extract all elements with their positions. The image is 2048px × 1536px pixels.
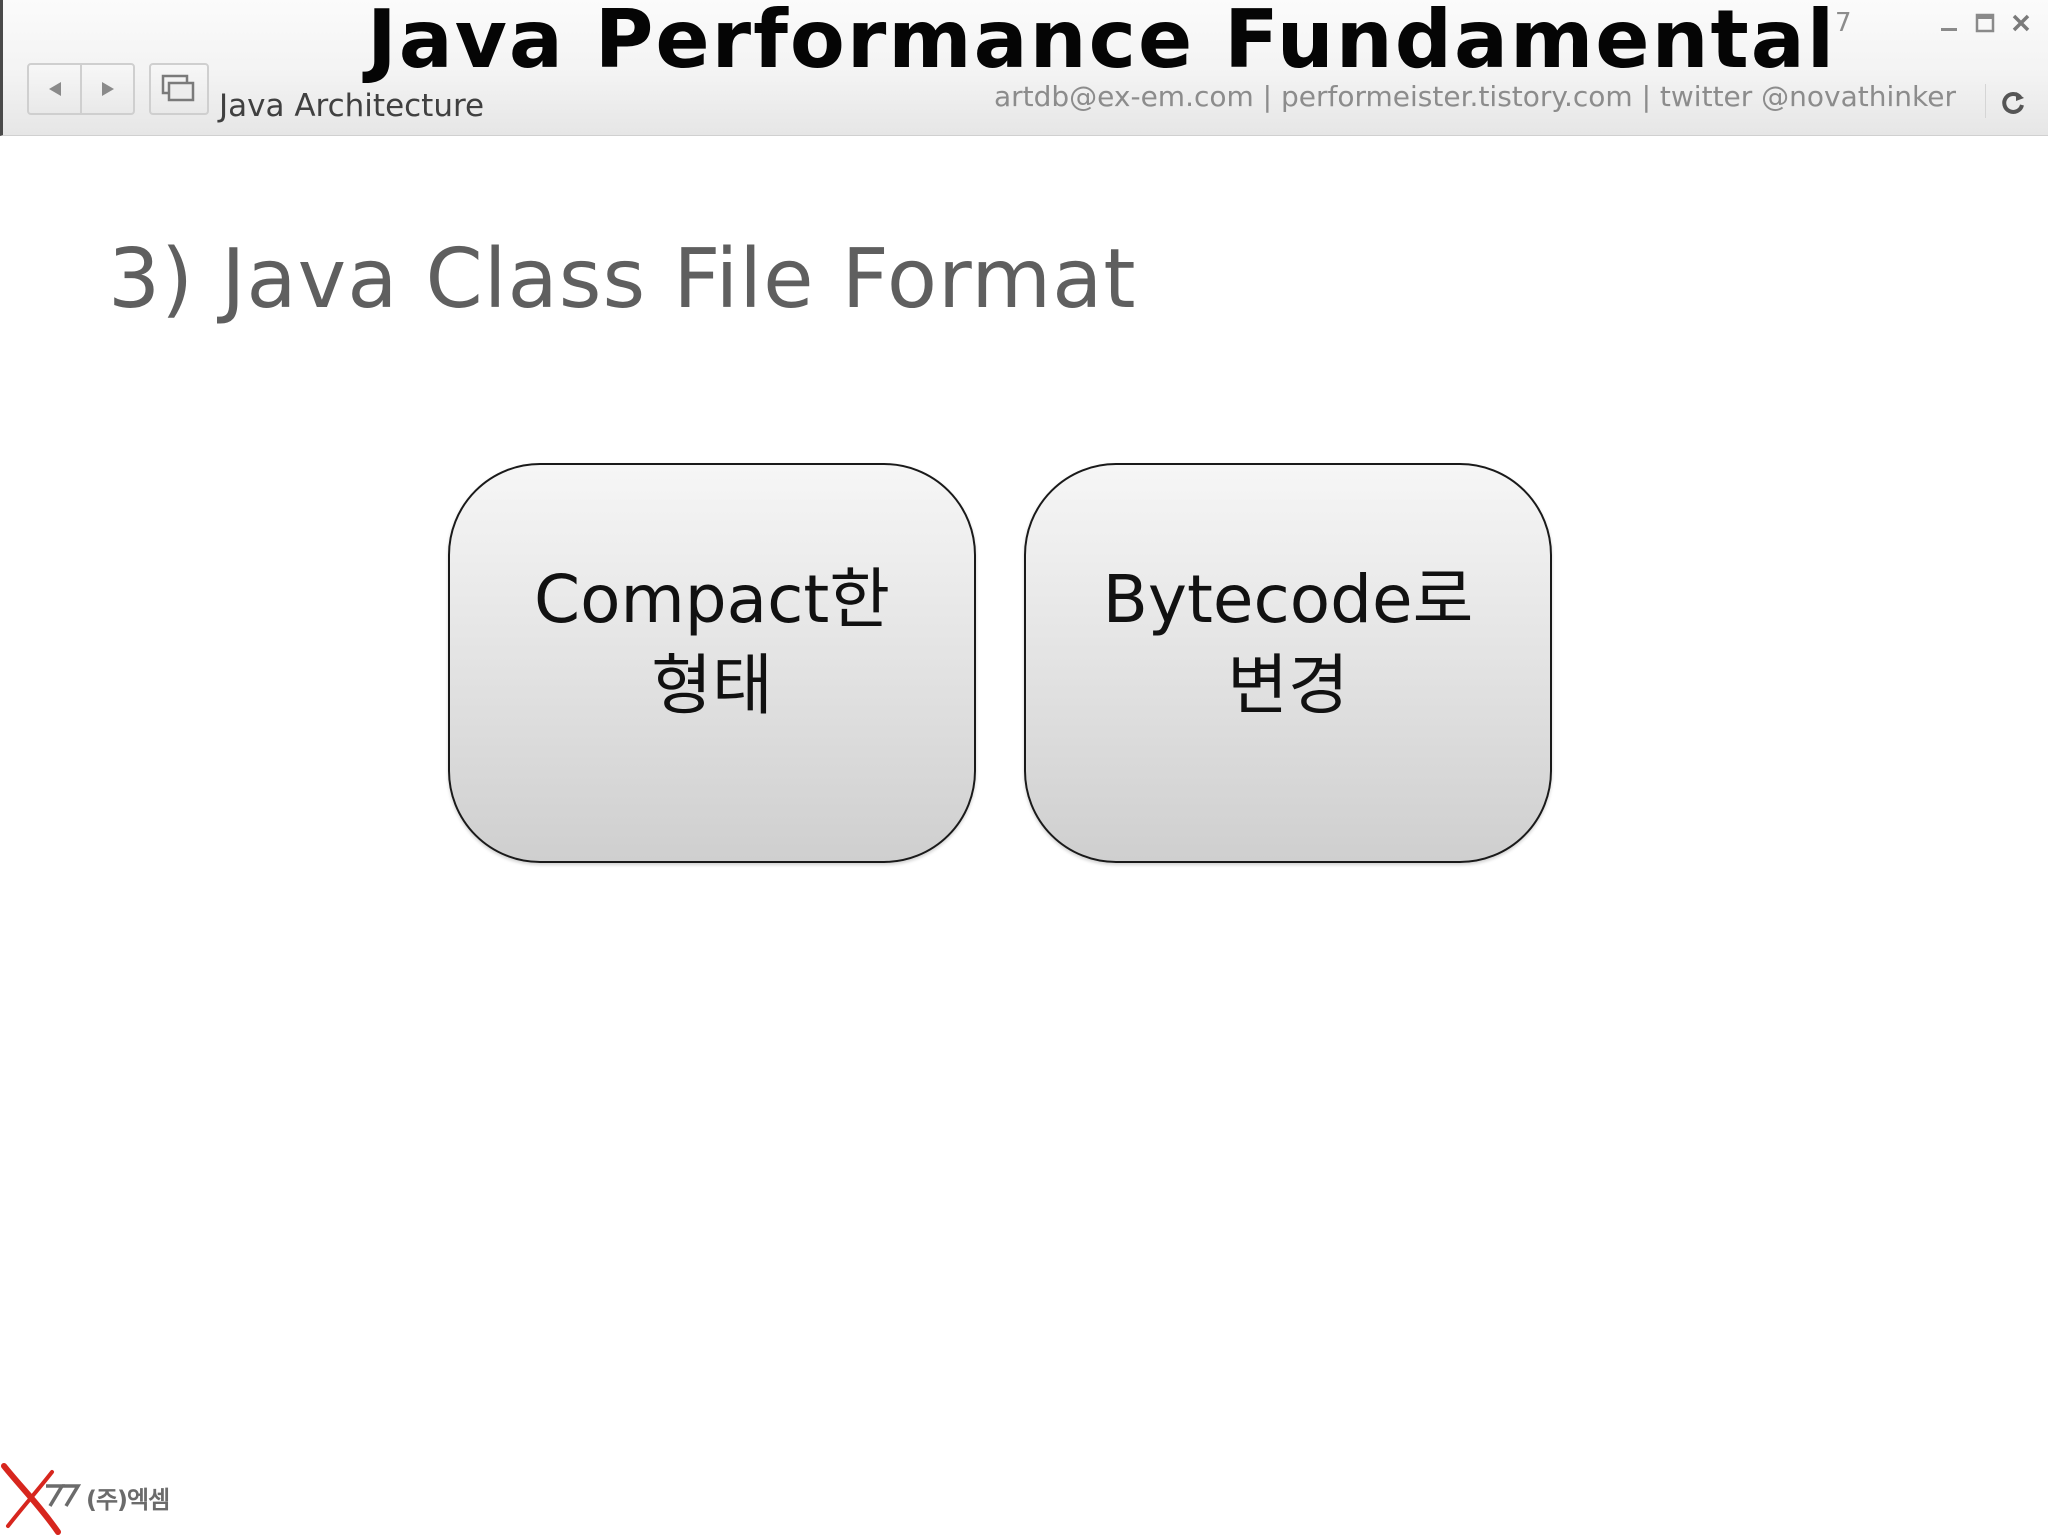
minimize-icon[interactable] xyxy=(1938,12,1960,34)
contact-info: artdb@ex-em.com | performeister.tistory.… xyxy=(993,80,1956,113)
maximize-icon[interactable] xyxy=(1974,12,1996,34)
presentation-title: Java Performance Fundamental xyxy=(367,0,1837,86)
concept-box-bytecode: Bytecode로 변경 xyxy=(1024,463,1552,863)
next-slide-button[interactable] xyxy=(80,65,133,113)
slide-overview-button[interactable] xyxy=(149,63,209,115)
refresh-icon xyxy=(2002,91,2024,114)
section-subtitle: Java Architecture xyxy=(219,88,485,124)
triangle-left-icon xyxy=(48,82,61,96)
divider xyxy=(1985,84,1986,118)
nav-button-group xyxy=(27,63,135,115)
box-line-2: 형태 xyxy=(651,647,773,724)
box-line-1: Compact한 xyxy=(534,561,890,638)
slide-heading: 3) Java Class File Format xyxy=(108,232,1137,327)
page-number: 7 xyxy=(1835,8,1852,38)
header-bar: Java Architecture Java Performance Funda… xyxy=(0,0,2048,136)
triangle-right-icon xyxy=(101,82,114,96)
company-logo-icon xyxy=(1,1463,82,1535)
screens-icon xyxy=(161,74,195,102)
box-line-2: 변경 xyxy=(1227,647,1349,724)
company-name: (주)엑셈 xyxy=(86,1486,170,1514)
prev-slide-button[interactable] xyxy=(29,65,80,113)
concept-box-compact: Compact한 형태 xyxy=(448,463,976,863)
window-controls xyxy=(1938,12,2032,34)
close-icon[interactable] xyxy=(2010,12,2032,34)
box-line-1: Bytecode로 xyxy=(1102,561,1474,638)
refresh-button[interactable] xyxy=(1996,86,2030,120)
